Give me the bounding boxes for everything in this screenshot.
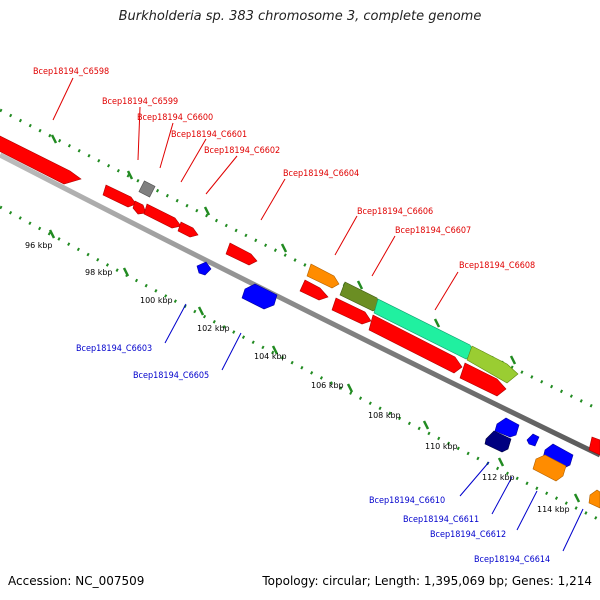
map-title: Burkholderia sp. 383 chromosome 3, compl… — [118, 9, 482, 24]
gene-c6598[interactable] — [0, 135, 82, 185]
gene-label[interactable]: Bcep18194_C6607 — [395, 226, 471, 236]
gene-label[interactable]: Bcep18194_C6611 — [403, 515, 479, 525]
gene-c6600b[interactable] — [132, 200, 147, 215]
forward-genes — [0, 135, 600, 456]
genome-backbone — [0, 152, 600, 458]
gene-c6610[interactable] — [484, 430, 512, 453]
gene-c6599[interactable] — [138, 180, 156, 198]
scale-label: 96 kbp — [25, 241, 53, 250]
scale-label: 104 kbp — [254, 352, 287, 361]
genome-summary-text: Topology: circular; Length: 1,395,069 bp… — [262, 574, 592, 588]
gene-c6609[interactable] — [466, 345, 519, 384]
scale-label: 108 kbp — [368, 411, 401, 420]
scale-label: 112 kbp — [482, 473, 515, 482]
gene-c6612[interactable] — [526, 433, 540, 447]
gene-c6602[interactable] — [177, 221, 199, 238]
gene-label[interactable]: Bcep18194_C6614 — [474, 555, 550, 565]
gene-label[interactable]: Bcep18194_C6612 — [430, 530, 506, 540]
label-leaders — [52, 77, 584, 552]
gene-c6608b[interactable] — [368, 314, 463, 374]
gene-c6614[interactable] — [588, 489, 600, 509]
reverse-genes — [196, 261, 600, 509]
outer-scale-ticks — [50, 134, 517, 365]
gene-c6615[interactable] — [588, 436, 600, 456]
gene-label[interactable]: Bcep18194_C6598 — [33, 67, 109, 77]
gene-label[interactable]: Bcep18194_C6600 — [137, 113, 213, 123]
forward-gene-labels: Bcep18194_C6598 Bcep18194_C6599 Bcep1819… — [33, 67, 535, 271]
gene-c6603[interactable] — [196, 261, 212, 276]
gene-label[interactable]: Bcep18194_C6601 — [171, 130, 247, 140]
gene-label[interactable]: Bcep18194_C6602 — [204, 146, 280, 156]
gene-label[interactable]: Bcep18194_C6604 — [283, 169, 359, 179]
gene-c6611[interactable] — [494, 417, 520, 438]
gene-c6606[interactable] — [306, 263, 340, 289]
gene-label[interactable]: Bcep18194_C6605 — [133, 371, 209, 381]
scale-label: 98 kbp — [85, 268, 113, 277]
gene-label[interactable]: Bcep18194_C6606 — [357, 207, 433, 217]
gene-c6607a[interactable] — [299, 279, 329, 301]
gene-c6605[interactable] — [241, 283, 278, 310]
gene-c6600[interactable] — [102, 184, 137, 208]
inner-scale-ticks — [48, 229, 581, 503]
scale-label: 102 kbp — [197, 324, 230, 333]
gene-label[interactable]: Bcep18194_C6603 — [76, 344, 152, 354]
outer-scale-track — [0, 108, 600, 412]
gene-c6612b[interactable] — [532, 454, 567, 482]
gene-c6601[interactable] — [143, 203, 182, 229]
gene-c6604[interactable] — [225, 242, 258, 266]
gene-c6607b[interactable] — [331, 297, 372, 325]
gene-label[interactable]: Bcep18194_C6610 — [369, 496, 445, 506]
scale-label: 110 kbp — [425, 442, 458, 451]
scale-labels: 96 kbp 98 kbp 100 kbp 102 kbp 104 kbp 10… — [25, 241, 570, 514]
scale-label: 114 kbp — [537, 505, 570, 514]
gene-label[interactable]: Bcep18194_C6608 — [459, 261, 535, 271]
accession-text: Accession: NC_007509 — [8, 574, 145, 588]
gene-c6609b[interactable] — [459, 362, 507, 397]
scale-label: 100 kbp — [140, 296, 173, 305]
gene-label[interactable]: Bcep18194_C6599 — [102, 97, 178, 107]
scale-label: 106 kbp — [311, 381, 344, 390]
reverse-gene-labels: Bcep18194_C6603 Bcep18194_C6605 Bcep1819… — [76, 344, 550, 565]
